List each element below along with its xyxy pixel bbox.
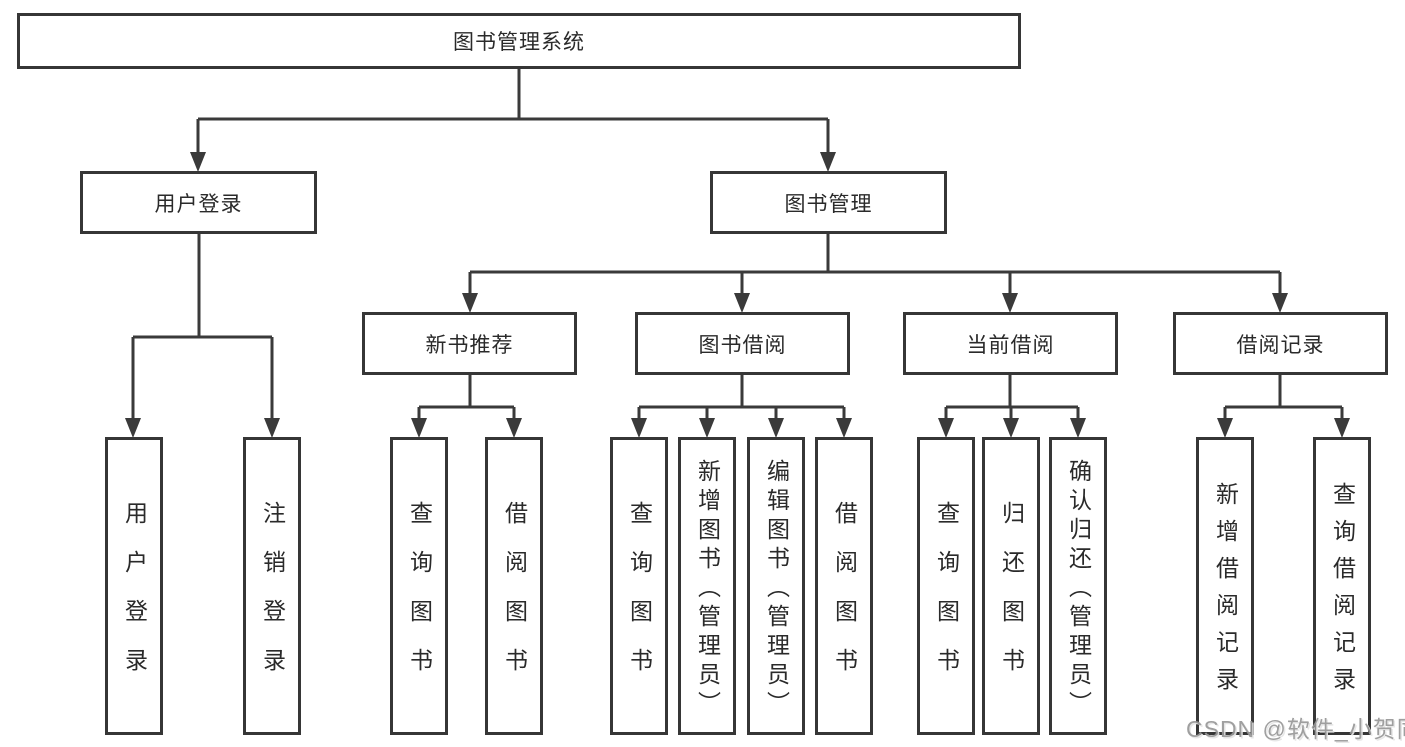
leaf-recommend-borrow-book: 借阅图书: [485, 437, 543, 735]
leaf-current-query-book: 查询图书: [917, 437, 975, 735]
leaf-borrow-borrow-book: 借阅图书: [815, 437, 873, 735]
node-current-borrow: 当前借阅: [903, 312, 1118, 375]
leaf-record-add-record: 新增借阅记录: [1196, 437, 1254, 735]
node-borrow-record: 借阅记录: [1173, 312, 1388, 375]
leaf-recommend-query-book-label: 查询图书: [406, 501, 433, 697]
leaf-user-login-label: 用户登录: [121, 501, 148, 697]
leaf-current-query-book-label: 查询图书: [933, 501, 960, 697]
leaf-borrow-add-book-admin: 新增图书（管理员）: [678, 437, 736, 735]
leaf-current-confirm-return-admin: 确认归还（管理员）: [1049, 437, 1107, 735]
leaf-recommend-borrow-book-label: 借阅图书: [501, 501, 528, 697]
leaf-current-return-book-label: 归还图书: [998, 501, 1025, 697]
node-book-borrow: 图书借阅: [635, 312, 850, 375]
node-book-management: 图书管理: [710, 171, 947, 234]
node-new-book-recommend: 新书推荐: [362, 312, 577, 375]
leaf-current-return-book: 归还图书: [982, 437, 1040, 735]
leaf-borrow-borrow-book-label: 借阅图书: [831, 501, 858, 697]
leaf-borrow-query-book-label: 查询图书: [626, 501, 653, 697]
node-user-login: 用户登录: [80, 171, 317, 234]
watermark: CSDN @软件_小贺同学: [1186, 716, 1405, 742]
leaf-borrow-edit-book-admin: 编辑图书（管理员）: [747, 437, 805, 735]
leaf-user-login: 用户登录: [105, 437, 163, 735]
leaf-record-query-record: 查询借阅记录: [1313, 437, 1371, 735]
leaf-logout-login-label: 注销登录: [259, 501, 286, 697]
leaf-borrow-add-book-admin-label: 新增图书（管理员）: [694, 458, 721, 720]
leaf-current-confirm-return-admin-label: 确认归还（管理员）: [1065, 458, 1092, 720]
leaf-record-add-record-label: 新增借阅记录: [1212, 482, 1239, 704]
leaf-recommend-query-book: 查询图书: [390, 437, 448, 735]
arrowheads: [125, 152, 1350, 438]
leaf-logout-login: 注销登录: [243, 437, 301, 735]
leaf-borrow-query-book: 查询图书: [610, 437, 668, 735]
node-root: 图书管理系统: [17, 13, 1021, 69]
leaf-record-query-record-label: 查询借阅记录: [1329, 482, 1356, 704]
leaf-borrow-edit-book-admin-label: 编辑图书（管理员）: [763, 458, 790, 720]
